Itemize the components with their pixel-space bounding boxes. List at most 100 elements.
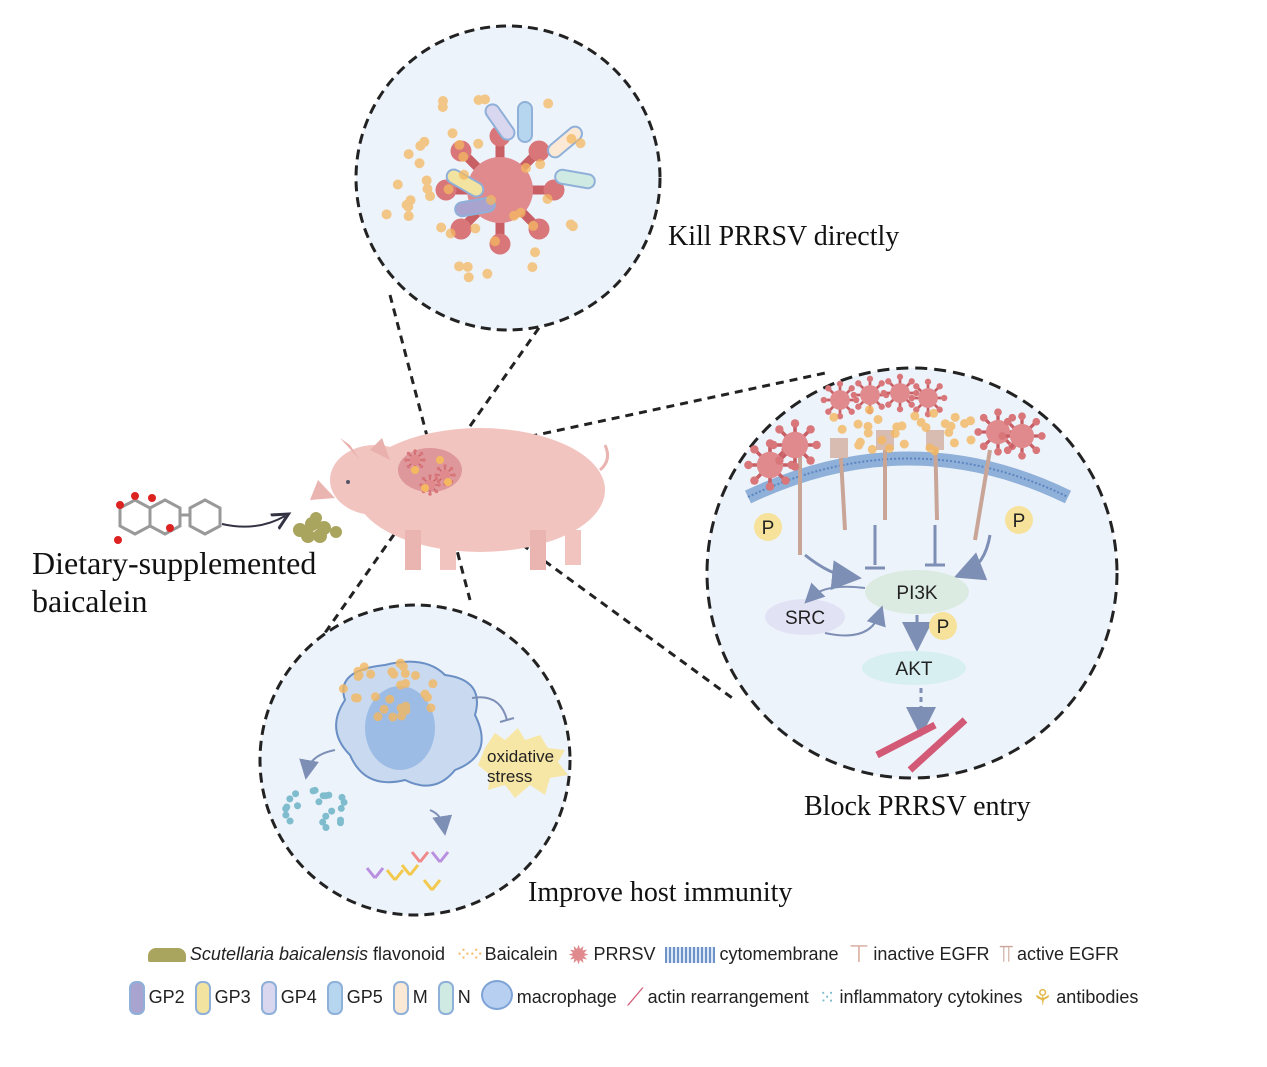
baicalein-dot — [322, 823, 330, 831]
cytokine-cluster — [282, 786, 348, 831]
baicalein-dot — [370, 692, 380, 702]
pi3k-label: PI3K — [896, 583, 938, 604]
phospho-badge-left — [754, 513, 782, 541]
legend-label: inactive EGFR — [873, 944, 990, 964]
baicalein-dot — [864, 405, 874, 415]
baicalein-dot — [949, 438, 959, 448]
baicalein-dot — [373, 712, 383, 722]
akt-node — [862, 651, 966, 685]
baicalein-dot — [286, 795, 294, 803]
baicalein-dot — [292, 790, 300, 798]
baicalein-dot — [965, 416, 975, 426]
flavonoid-icon — [147, 947, 186, 962]
baicalein-dot — [462, 261, 473, 272]
phospho-label: P — [937, 617, 950, 638]
baicalein-dot — [543, 98, 554, 109]
baicalein-dot — [925, 443, 935, 453]
baicalein-dot — [319, 818, 327, 826]
baicalein-dot — [286, 817, 294, 825]
legend-inactive-egfr: ⊤ inactive EGFR — [849, 940, 990, 969]
baicalein-dot — [566, 133, 577, 144]
baicalein-dot — [527, 262, 538, 273]
baicalein-dot — [921, 422, 931, 432]
baicalein-dot — [282, 811, 290, 819]
cytokines-icon: ⁙ — [818, 987, 836, 1009]
stress-label-line1: oxidative — [487, 747, 554, 766]
phospho-label: P — [762, 518, 775, 539]
legend-label: GP2 — [148, 987, 185, 1007]
legend-label: M — [412, 987, 428, 1007]
kill-prrsv-panel: Kill PRRSV directly — [354, 24, 899, 332]
baicalein-dot — [426, 703, 436, 713]
baicalein-dot — [470, 223, 481, 234]
oxidative-stress-burst — [478, 728, 568, 798]
baicalein-dot — [482, 268, 493, 279]
baicalein-dot — [463, 272, 474, 283]
legend-cytokines: ⁙inflammatory cytokines — [819, 985, 1023, 1010]
baicalein-dot — [567, 221, 578, 232]
baicalein-dot — [443, 184, 454, 195]
baicalein-dot — [575, 138, 586, 149]
baicalein-dot — [315, 798, 323, 806]
legend-label: antibodies — [1056, 987, 1139, 1007]
baicalein-dot — [899, 439, 909, 449]
prrsv-icon: ✹ — [567, 939, 590, 970]
flavonoid-pile — [293, 512, 342, 543]
baicalein-dot — [311, 786, 319, 794]
baicalein-dot — [354, 670, 364, 680]
baicalein-dot — [437, 96, 448, 107]
pig — [310, 428, 610, 570]
cytomembrane — [744, 451, 1072, 504]
cytomembrane-icon — [665, 946, 716, 963]
antibody-cluster — [365, 851, 450, 891]
baicalein-dot — [388, 712, 398, 722]
baicalein-dot — [944, 427, 954, 437]
block-label: Block PRRSV entry — [804, 791, 1031, 822]
baicalein-dot — [950, 412, 960, 422]
legend-label: actin rearrangement — [647, 987, 809, 1007]
baicalein-dot — [966, 435, 976, 445]
baicalein-dot — [389, 669, 399, 679]
legend-label: macrophage — [516, 987, 617, 1007]
akt-label: AKT — [896, 659, 933, 680]
baicalein-dot — [422, 692, 432, 702]
gp4-icon — [260, 980, 277, 1015]
legend-gp2: GP2 — [128, 980, 185, 1015]
baicalein-dot — [454, 139, 465, 150]
gp3-icon — [194, 980, 211, 1015]
gp3-protein — [445, 168, 485, 198]
inactive-egfr-icon: ⊤ — [848, 941, 870, 968]
baicalein-molecule — [114, 492, 285, 544]
pi3k-node — [865, 570, 969, 614]
baicalein-dot — [542, 193, 553, 204]
baicalein-dot — [381, 209, 392, 220]
immunity-panel: oxidative stress Improve host immunity — [258, 603, 792, 917]
legend-active-egfr: ⫪ active EGFR — [999, 941, 1119, 969]
baicalein-dot — [428, 679, 438, 689]
dietary-label-line2: baicalein — [32, 583, 147, 619]
baicalein-dot — [352, 693, 362, 703]
macrophage-icon — [480, 980, 513, 1015]
legend-actin: ⟋actin rearrangement — [627, 984, 809, 1012]
baicalein-dot — [867, 444, 877, 454]
legend-n-protein: N — [437, 980, 471, 1015]
dietary-label-line1: Dietary-supplemented — [32, 545, 316, 581]
legend-antibodies: ⚘antibodies — [1033, 985, 1139, 1011]
baicalein-dot — [897, 421, 907, 431]
baicalein-dot — [528, 220, 539, 231]
baicalein-dot — [385, 694, 395, 704]
baicalein-dot — [910, 411, 920, 421]
baicalein-dot — [340, 798, 348, 806]
baicalein-dot — [436, 222, 447, 233]
baicalein-dot — [422, 183, 433, 194]
legend-macrophage: macrophage — [480, 980, 617, 1015]
baicalein-dot — [400, 668, 410, 678]
phospho-label: P — [1013, 511, 1026, 532]
n-protein — [554, 168, 596, 190]
baicalein-dot — [929, 408, 939, 418]
gp5-icon — [326, 980, 343, 1015]
baicalein-dot — [877, 435, 887, 445]
baicalein-dot — [414, 158, 425, 169]
baicalein-dot — [509, 210, 520, 221]
